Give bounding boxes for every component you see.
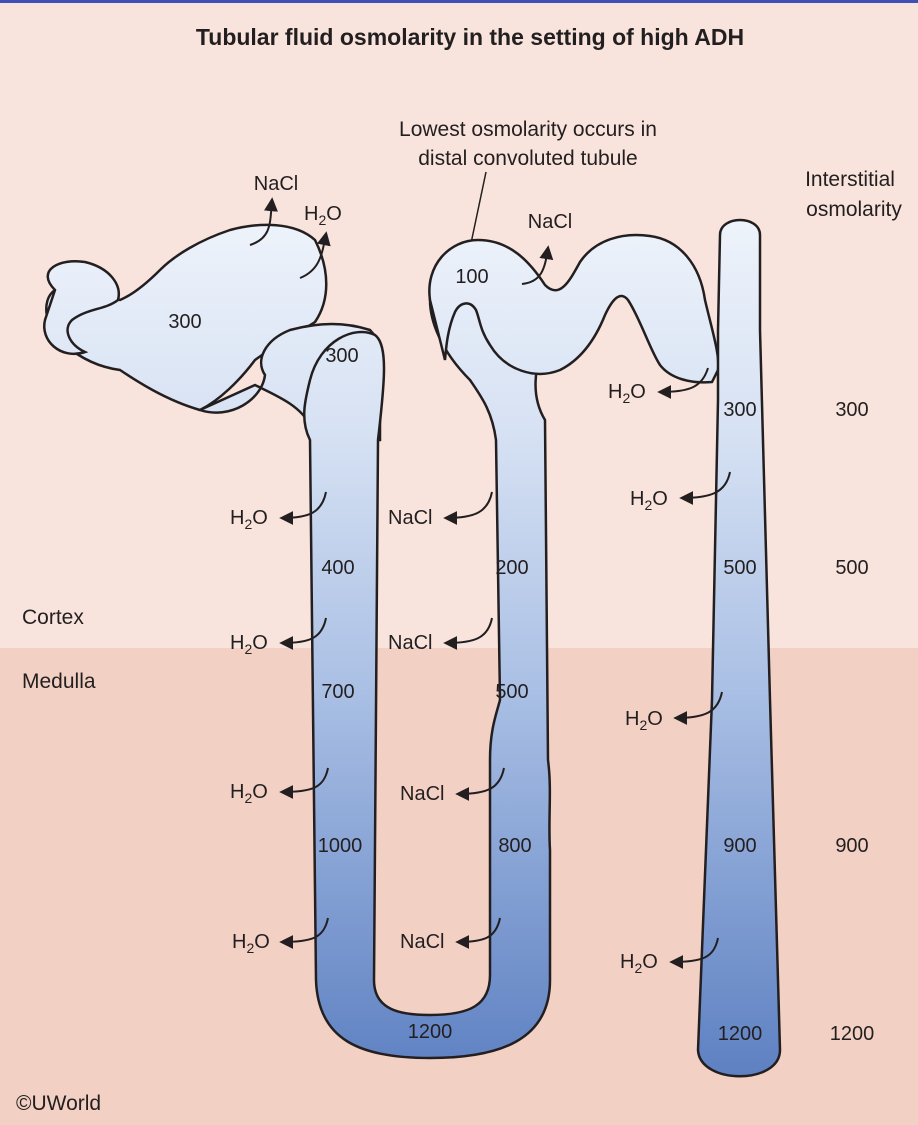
water-h: H: [630, 488, 644, 510]
water-o: O: [326, 203, 342, 225]
water-o: O: [252, 632, 268, 654]
water-sub: 2: [246, 940, 254, 956]
water-o: O: [254, 931, 270, 953]
value-pct-400: 400: [321, 557, 354, 579]
water-label-desc-1: H2O: [230, 507, 268, 532]
value-asc-800: 800: [498, 835, 531, 857]
water-arrow-cd-1: [679, 471, 731, 505]
top-rule: [0, 0, 918, 3]
water-o: O: [642, 951, 658, 973]
value-dct: 100: [455, 266, 488, 288]
nacl-label-asc-4: NaCl: [400, 931, 444, 953]
water-arrow-cd-top: [657, 367, 709, 399]
water-sub: 2: [622, 390, 630, 406]
water-h: H: [230, 507, 244, 529]
water-h: H: [304, 203, 318, 225]
water-label-cd-top: H2O: [608, 381, 646, 406]
value-pct-bottom: 300: [325, 345, 358, 367]
water-h: H: [230, 632, 244, 654]
value-cd-300: 300: [723, 399, 756, 421]
nacl-arrow-asc-4: [455, 917, 501, 949]
value-cd-500: 500: [723, 557, 756, 579]
water-sub: 2: [318, 212, 326, 228]
water-o: O: [652, 488, 668, 510]
water-label-desc-2: H2O: [230, 632, 268, 657]
annotation-line-1: Lowest osmolarity occurs in: [399, 118, 657, 141]
water-h: H: [608, 381, 622, 403]
water-h: H: [620, 951, 634, 973]
collecting-duct: [696, 218, 782, 1078]
nacl-label-asc-3: NaCl: [400, 783, 444, 805]
water-h: H: [232, 931, 246, 953]
water-label-cd-2: H2O: [625, 708, 663, 733]
distal-convoluted-tubule: [428, 233, 720, 384]
interstitial-value-300: 300: [835, 399, 868, 421]
value-asc-500: 500: [495, 681, 528, 703]
value-pct-1000: 1000: [318, 835, 363, 857]
interstitial-value-500: 500: [835, 557, 868, 579]
nacl-arrow-asc-1: [443, 491, 493, 525]
water-arrow-desc-2: [279, 617, 327, 650]
nacl-arrow-asc-2: [443, 617, 493, 650]
water-sub: 2: [644, 497, 652, 513]
water-sub: 2: [639, 717, 647, 733]
figure-title: Tubular fluid osmolarity in the setting …: [196, 24, 744, 50]
water-h: H: [625, 708, 639, 730]
water-arrow-desc-1: [279, 491, 327, 525]
cortex-label: Cortex: [22, 606, 84, 629]
water-sub: 2: [634, 960, 642, 976]
water-sub: 2: [244, 641, 252, 657]
interstitial-heading-2: osmolarity: [806, 198, 902, 221]
water-arrow-cd-2: [673, 691, 723, 725]
annotation-leader-line: [469, 171, 487, 249]
annotation-line-2: distal convoluted tubule: [418, 147, 638, 170]
water-label-cd-3: H2O: [620, 951, 658, 976]
water-label-desc-4: H2O: [232, 931, 270, 956]
water-label-pct: H2O: [304, 203, 342, 228]
value-cd-1200: 1200: [718, 1023, 763, 1045]
proximal-tubule-loop-left: [42, 260, 120, 355]
nacl-arrow-dct: [521, 245, 554, 285]
value-pct-700: 700: [321, 681, 354, 703]
nacl-arrow-pct: [249, 197, 278, 246]
value-pct-top: 300: [168, 311, 201, 333]
water-label-desc-3: H2O: [230, 781, 268, 806]
water-o: O: [252, 781, 268, 803]
interstitial-value-1200: 1200: [830, 1023, 875, 1045]
water-sub: 2: [244, 790, 252, 806]
value-asc-200: 200: [495, 557, 528, 579]
water-o: O: [252, 507, 268, 529]
interstitial-value-900: 900: [835, 835, 868, 857]
copyright-text: ©UWorld: [16, 1092, 101, 1115]
water-label-cd-1: H2O: [630, 488, 668, 513]
water-arrow-pct: [299, 231, 331, 279]
interstitial-heading-1: Interstitial: [805, 168, 895, 191]
nacl-label-dct: NaCl: [528, 211, 572, 233]
nacl-arrow-asc-3: [455, 767, 505, 801]
nacl-label-pct: NaCl: [254, 173, 298, 195]
nacl-label-asc-1: NaCl: [388, 507, 432, 529]
water-arrow-cd-3: [669, 937, 719, 969]
water-h: H: [230, 781, 244, 803]
water-o: O: [647, 708, 663, 730]
water-sub: 2: [244, 516, 252, 532]
nacl-label-asc-2: NaCl: [388, 632, 432, 654]
water-arrow-desc-3: [279, 767, 329, 799]
water-o: O: [630, 381, 646, 403]
value-cd-900: 900: [723, 835, 756, 857]
water-arrow-desc-4: [279, 917, 329, 949]
medulla-label: Medulla: [22, 670, 96, 693]
value-loop-bottom: 1200: [408, 1021, 453, 1043]
